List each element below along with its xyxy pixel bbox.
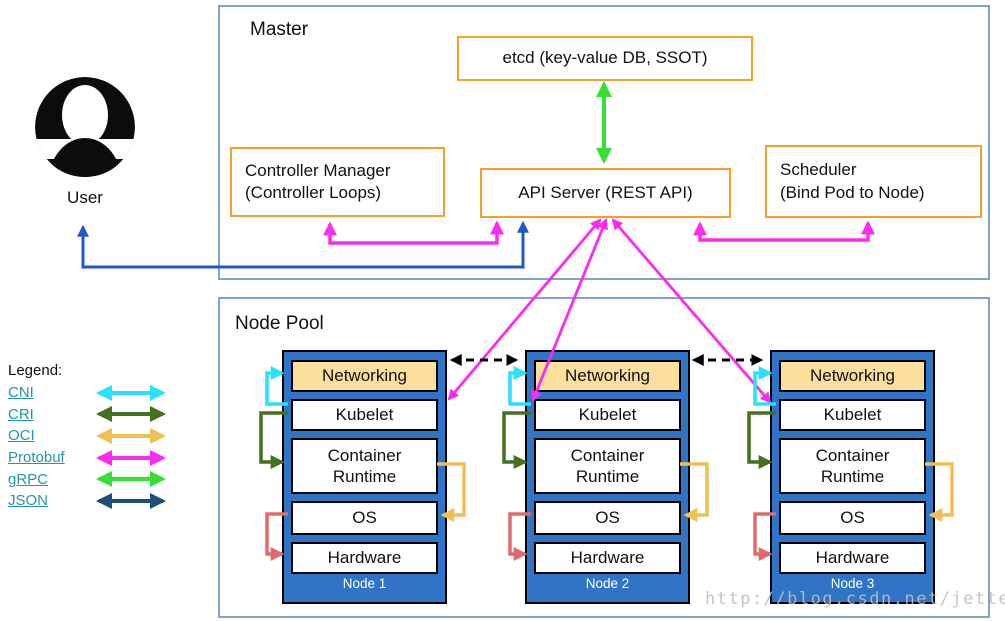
hardware-box: Hardware [534, 542, 681, 574]
watermark: http://blog.csdn.net/jettery [705, 589, 1005, 609]
user-label: User [67, 188, 103, 207]
grpc-arrow-swatch [96, 471, 166, 488]
container-runtime-box: Container Runtime [291, 438, 438, 494]
oci-arrow-swatch [96, 427, 166, 444]
legend-item-grpc: gRPC [6, 468, 186, 490]
legend-title: Legend: [8, 362, 63, 379]
networking-box: Networking [534, 360, 681, 392]
etcd-box: etcd (key-value DB, SSOT) [457, 36, 753, 81]
networking-box: Networking [779, 360, 926, 392]
legend-item-cri: CRI [6, 404, 186, 426]
node-name-label: Node 2 [585, 576, 630, 591]
node-name-label: Node 3 [830, 576, 875, 591]
oci-link[interactable]: OCI [8, 427, 35, 445]
api-server-label: API Server (REST API) [518, 182, 693, 202]
os-box: OS [534, 501, 681, 535]
os-box: OS [291, 501, 438, 535]
grpc-link[interactable]: gRPC [8, 470, 49, 488]
legend-item-json: JSON [6, 490, 186, 512]
api-server-box: API Server (REST API) [480, 168, 731, 218]
protobuf-link[interactable]: Protobuf [8, 449, 65, 467]
scheduler-sublabel: (Bind Pod to Node) [780, 182, 925, 202]
networking-box: Networking [291, 360, 438, 392]
node-1: Networking Kubelet Container Runtime OS … [282, 350, 447, 604]
user-icon [35, 77, 135, 182]
cni-arrow-swatch [96, 384, 166, 401]
etcd-label: etcd (key-value DB, SSOT) [502, 48, 708, 68]
kubelet-box: Kubelet [534, 399, 681, 431]
json-link[interactable]: JSON [8, 492, 49, 510]
legend: Legend: CNI CRI OCI Protobuf gRP [6, 362, 186, 512]
container-runtime-box: Container Runtime [779, 438, 926, 494]
os-box: OS [779, 501, 926, 535]
node-3: Networking Kubelet Container Runtime OS … [770, 350, 935, 604]
hardware-box: Hardware [291, 542, 438, 574]
cri-arrow-swatch [96, 406, 166, 423]
controller-manager-label: Controller Manager [245, 160, 391, 180]
master-box: Master etcd (key-value DB, SSOT) Control… [218, 5, 990, 280]
cni-link[interactable]: CNI [8, 384, 34, 402]
scheduler-box: Scheduler (Bind Pod to Node) [765, 145, 982, 218]
kubelet-box: Kubelet [779, 399, 926, 431]
legend-item-protobuf: Protobuf [6, 447, 186, 469]
hardware-box: Hardware [779, 542, 926, 574]
node-2: Networking Kubelet Container Runtime OS … [525, 350, 690, 604]
kubelet-box: Kubelet [291, 399, 438, 431]
node-pool-box: Node Pool Networking Kubelet Container R… [218, 297, 990, 618]
container-runtime-box: Container Runtime [534, 438, 681, 494]
controller-manager-sublabel: (Controller Loops) [245, 183, 382, 202]
master-title: Master [250, 19, 309, 40]
scheduler-label: Scheduler [780, 160, 857, 180]
controller-manager-box: Controller Manager (Controller Loops) [230, 147, 445, 217]
legend-item-oci: OCI [6, 425, 186, 447]
protobuf-arrow-swatch [96, 449, 166, 466]
node-pool-title: Node Pool [235, 313, 324, 334]
legend-item-cni: CNI [6, 382, 186, 404]
json-arrow-swatch [96, 492, 166, 509]
node-name-label: Node 1 [342, 576, 387, 591]
cri-link[interactable]: CRI [8, 405, 34, 423]
